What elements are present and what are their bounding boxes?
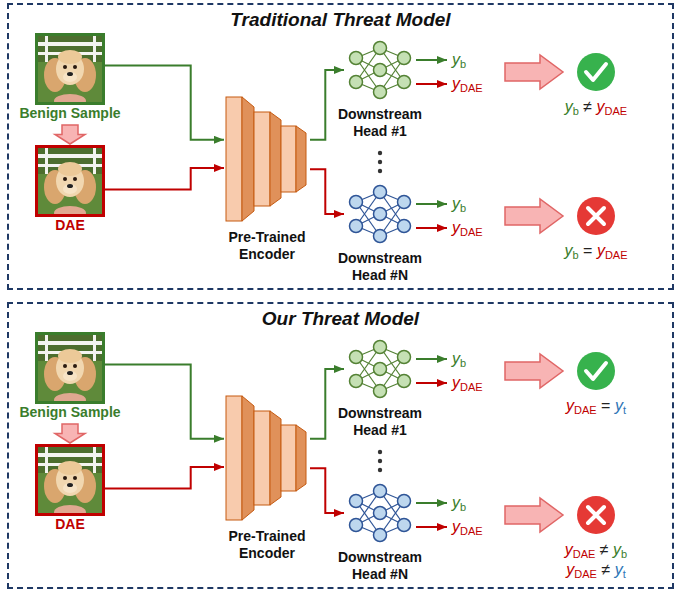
- output-label: yb: [452, 195, 466, 213]
- flow-arrow: [310, 468, 344, 513]
- encoder-block: Pre-Trained Encoder: [224, 394, 310, 522]
- output-label: yDAE: [452, 374, 483, 392]
- output-label: yDAE ≠ yb: [565, 541, 627, 559]
- panel-art: [38, 36, 615, 243]
- block-label: Pre-Trained Encoder: [212, 528, 322, 562]
- sample-label: DAE: [55, 217, 85, 234]
- block-arrow: [55, 125, 85, 144]
- sample-label: DAE: [55, 516, 85, 533]
- output-label: yDAE ≠ yt: [566, 561, 625, 579]
- output-label: yDAE: [452, 518, 483, 536]
- output-label: yb ≠ yDAE: [565, 98, 627, 116]
- output-label: yb: [452, 51, 466, 69]
- block-label: Downstream Head #N: [330, 549, 430, 583]
- panel-title: Our Threat Model: [9, 308, 672, 330]
- output-label: yb: [452, 494, 466, 512]
- flow-arrow: [105, 364, 224, 438]
- downstream-head: Downstream Head #N: [344, 182, 416, 246]
- block-label: Downstream Head #1: [330, 405, 430, 439]
- image-sample: DAE: [35, 145, 105, 217]
- output-label: yDAE = yt: [566, 397, 626, 415]
- panel-title: Traditional Threat Model: [9, 9, 672, 31]
- image-sample: DAE: [35, 444, 105, 516]
- output-label: yDAE: [452, 75, 483, 93]
- threat-model-panel: Our Threat ModelBenign SampleDAEPre-Trai…: [7, 302, 674, 589]
- threat-model-panel: Traditional Threat ModelBenign SampleDAE…: [7, 3, 674, 290]
- sample-label: Benign Sample: [19, 105, 120, 122]
- downstream-head: Downstream Head #N: [344, 481, 416, 545]
- block-label: Pre-Trained Encoder: [212, 229, 322, 263]
- block-label: Downstream Head #N: [330, 250, 430, 284]
- flow-arrow: [310, 169, 344, 214]
- sample-label: Benign Sample: [19, 404, 120, 421]
- flow-arrow: [105, 168, 224, 190]
- flow-arrow: [105, 467, 224, 489]
- flow-arrow: [310, 70, 344, 140]
- flow-arrow: [105, 65, 224, 139]
- image-sample: Benign Sample: [35, 33, 105, 105]
- block-arrow: [55, 424, 85, 443]
- block-label: Downstream Head #1: [330, 106, 430, 140]
- panel-art: [38, 335, 615, 542]
- output-label: yb = yDAE: [565, 242, 628, 260]
- output-label: yb: [452, 350, 466, 368]
- image-sample: Benign Sample: [35, 332, 105, 404]
- downstream-head: Downstream Head #1: [344, 38, 416, 102]
- flow-arrow: [310, 369, 344, 439]
- output-label: yDAE: [452, 219, 483, 237]
- encoder-block: Pre-Trained Encoder: [224, 95, 310, 223]
- downstream-head: Downstream Head #1: [344, 337, 416, 401]
